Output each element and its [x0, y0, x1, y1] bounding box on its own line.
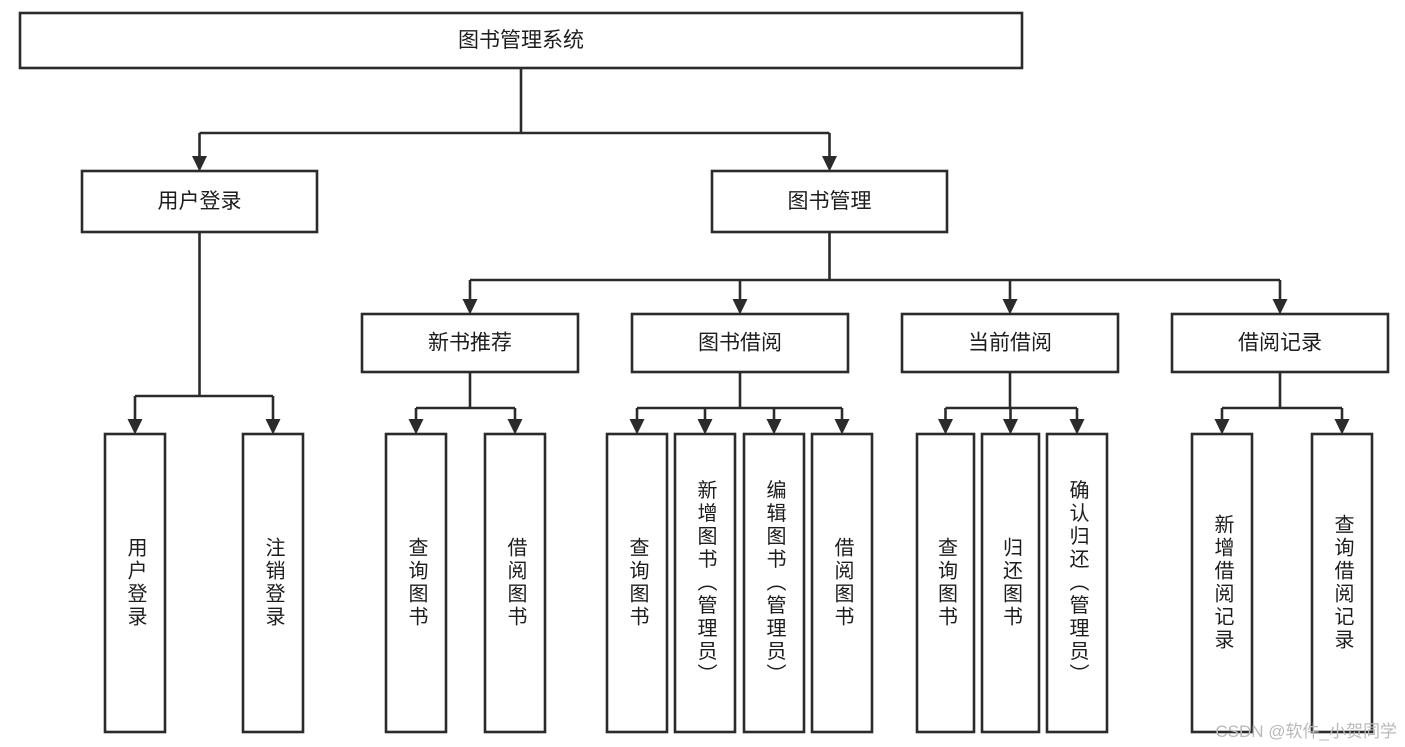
node-label: 用户登录 [124, 537, 147, 629]
node-book-manage[interactable]: 图书管理 [710, 169, 949, 234]
node-label: 新书推荐 [428, 332, 512, 355]
node-label: 借阅图书 [504, 537, 527, 629]
node-root[interactable]: 图书管理系统 [18, 11, 1024, 70]
node-label: 新增借阅记录 [1211, 514, 1234, 652]
connector-group [938, 372, 1085, 435]
node-box [605, 432, 669, 734]
node-box [630, 312, 850, 374]
node-box [80, 169, 319, 234]
node-leaf-query-record[interactable]: 查询借阅记录 [1310, 432, 1374, 734]
node-box [360, 312, 580, 374]
node-box [673, 432, 737, 734]
node-box [1170, 312, 1390, 374]
node-label: 归还图书 [1000, 537, 1023, 629]
node-leaf-return-book[interactable]: 归还图书 [980, 432, 1041, 734]
node-leaf-query-book-2[interactable]: 查询图书 [605, 432, 669, 734]
connector-group [462, 232, 1288, 315]
node-label: 编辑图书（管理员） [763, 479, 786, 686]
node-leaf-add-record[interactable]: 新增借阅记录 [1190, 432, 1254, 734]
node-box [1310, 432, 1374, 734]
node-user-login[interactable]: 用户登录 [80, 169, 319, 234]
connector-group [408, 372, 523, 435]
node-new-book-recommend[interactable]: 新书推荐 [360, 312, 580, 374]
node-label: 注销登录 [262, 537, 285, 629]
connector-group [127, 232, 281, 435]
node-label: 借阅记录 [1238, 332, 1322, 355]
node-box [103, 432, 167, 734]
connector-group [192, 68, 837, 172]
node-box [900, 312, 1120, 374]
node-label: 查询图书 [405, 537, 428, 629]
node-label: 图书借阅 [698, 332, 782, 355]
node-borrow-record[interactable]: 借阅记录 [1170, 312, 1390, 374]
node-label: 借阅图书 [831, 537, 854, 629]
node-leaf-query-book-3[interactable]: 查询图书 [915, 432, 976, 734]
node-label: 查询图书 [626, 537, 649, 629]
node-box [710, 169, 949, 234]
node-box [915, 432, 976, 734]
node-label: 图书管理系统 [458, 29, 584, 52]
node-leaf-logout[interactable]: 注销登录 [241, 432, 305, 734]
node-leaf-borrow-book-1[interactable]: 借阅图书 [483, 432, 547, 734]
node-label: 确认归还（管理员） [1066, 479, 1089, 686]
node-leaf-query-book-1[interactable]: 查询图书 [384, 432, 448, 734]
node-box [1190, 432, 1254, 734]
node-leaf-confirm-return[interactable]: 确认归还（管理员） [1045, 432, 1109, 734]
node-current-borrow[interactable]: 当前借阅 [900, 312, 1120, 374]
node-box [384, 432, 448, 734]
watermark-label: CSDN @软件_小贺同学 [1215, 722, 1397, 741]
node-box [810, 432, 874, 734]
nodes-layer: 图书管理系统用户登录图书管理新书推荐图书借阅当前借阅借阅记录用户登录注销登录查询… [18, 11, 1390, 734]
node-label: 图书管理 [788, 190, 872, 213]
node-label: 查询图书 [935, 537, 958, 629]
node-box [241, 432, 305, 734]
node-leaf-user-login[interactable]: 用户登录 [103, 432, 167, 734]
node-box [980, 432, 1041, 734]
node-leaf-edit-book[interactable]: 编辑图书（管理员） [742, 432, 806, 734]
node-box [18, 11, 1024, 70]
node-leaf-add-book[interactable]: 新增图书（管理员） [673, 432, 737, 734]
node-label: 用户登录 [158, 190, 242, 213]
edges-layer [127, 68, 1350, 435]
node-box [1045, 432, 1109, 734]
connector-group [1214, 372, 1350, 435]
connector-group [629, 372, 850, 435]
node-label: 查询借阅记录 [1331, 514, 1354, 652]
node-book-borrow[interactable]: 图书借阅 [630, 312, 850, 374]
node-label: 当前借阅 [968, 332, 1052, 355]
node-box [483, 432, 547, 734]
node-label: 新增图书（管理员） [694, 479, 717, 686]
node-leaf-borrow-book-2[interactable]: 借阅图书 [810, 432, 874, 734]
node-box [742, 432, 806, 734]
